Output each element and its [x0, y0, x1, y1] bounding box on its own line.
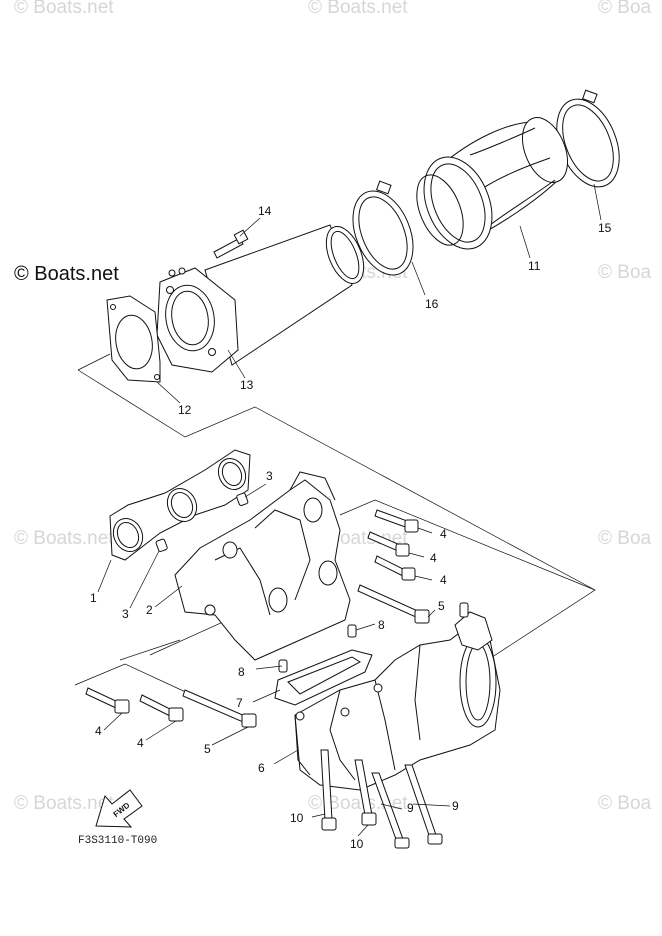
callout-13: 13 [240, 378, 254, 392]
callout-10-right: 10 [350, 837, 364, 851]
bolt-9a [371, 772, 410, 849]
lower-group-outline-2 [119, 639, 181, 661]
bolt-4-upper-1 [374, 509, 419, 533]
diagram-code: F3S3110-T090 [78, 835, 158, 847]
exhaust-pipe-13 [156, 224, 365, 373]
callout-3-top: 3 [266, 469, 273, 483]
hose-clamp-15 [556, 89, 620, 188]
watermark-top-center: © Boats.net [308, 0, 408, 18]
callout-14: 14 [258, 204, 272, 218]
bolt-14 [213, 229, 249, 259]
watermark-bottom-right: © Boa [598, 793, 652, 814]
bolt-5-upper [357, 584, 430, 624]
callout-10-left: 10 [290, 811, 304, 825]
callout-9-right: 9 [452, 799, 459, 813]
callout-4-upper-3: 4 [440, 573, 447, 587]
bolt-4-lower-1 [85, 687, 130, 714]
dowel-pin-3b [236, 492, 249, 507]
bolt-10a [320, 749, 337, 831]
gasket-12 [106, 295, 161, 383]
watermark-top-left: © Boats.net [14, 0, 114, 18]
watermark-lower-left: © Boats.net [14, 528, 114, 549]
callout-2: 2 [146, 603, 153, 617]
bolt-4-upper-2 [367, 531, 410, 557]
callout-4-lower-1: 4 [95, 724, 102, 738]
bolt-5-lower [182, 689, 257, 728]
upper-group-outline [77, 353, 111, 371]
watermark-mid-right: © Boa [598, 262, 652, 283]
rubber-hose-11 [416, 117, 568, 250]
lower-group-outline [74, 663, 191, 695]
main-watermark: © Boats.net [14, 263, 119, 285]
bolt-9b [404, 764, 443, 845]
leader-lines [97, 183, 602, 837]
callout-3-bottom: 3 [122, 607, 129, 621]
callout-16: 16 [425, 297, 439, 311]
bolt-4-upper-3 [374, 555, 416, 581]
bolt-4-lower-2 [139, 694, 184, 722]
dowel-pin-3a [155, 538, 168, 552]
watermark-bottom-left: © Boats.net [14, 793, 114, 814]
callout-4-lower-2: 4 [137, 736, 144, 750]
callout-15: 15 [598, 221, 612, 235]
manifold-gasket-1 [109, 449, 251, 561]
callout-4-upper-1: 4 [440, 527, 447, 541]
bolt-10b [354, 759, 377, 826]
upper-group-outline-2 [77, 369, 596, 666]
lower-group-outline-4 [339, 499, 596, 591]
watermark-top-right: © Boa [598, 0, 652, 18]
callout-5-lower: 5 [204, 742, 211, 756]
gasket-7 [274, 649, 373, 706]
callout-8-right: 8 [378, 618, 385, 632]
exhaust-chamber-6 [294, 602, 501, 791]
callout-5-upper: 5 [438, 599, 445, 613]
dowel-pin-8b [347, 624, 357, 638]
callout-6: 6 [258, 761, 265, 775]
fwd-arrow-icon: FWD [95, 789, 143, 828]
callout-4-upper-2: 4 [430, 551, 437, 565]
callout-12: 12 [178, 403, 192, 417]
callout-7: 7 [236, 696, 243, 710]
callout-1: 1 [90, 591, 97, 605]
exhaust-manifold-2 [174, 471, 351, 661]
callout-9-left: 9 [407, 801, 414, 815]
hose-clamp-16 [352, 180, 414, 276]
callout-8-left: 8 [238, 665, 245, 679]
callout-11: 11 [528, 259, 541, 273]
watermark-lower-right: © Boa [598, 528, 652, 549]
